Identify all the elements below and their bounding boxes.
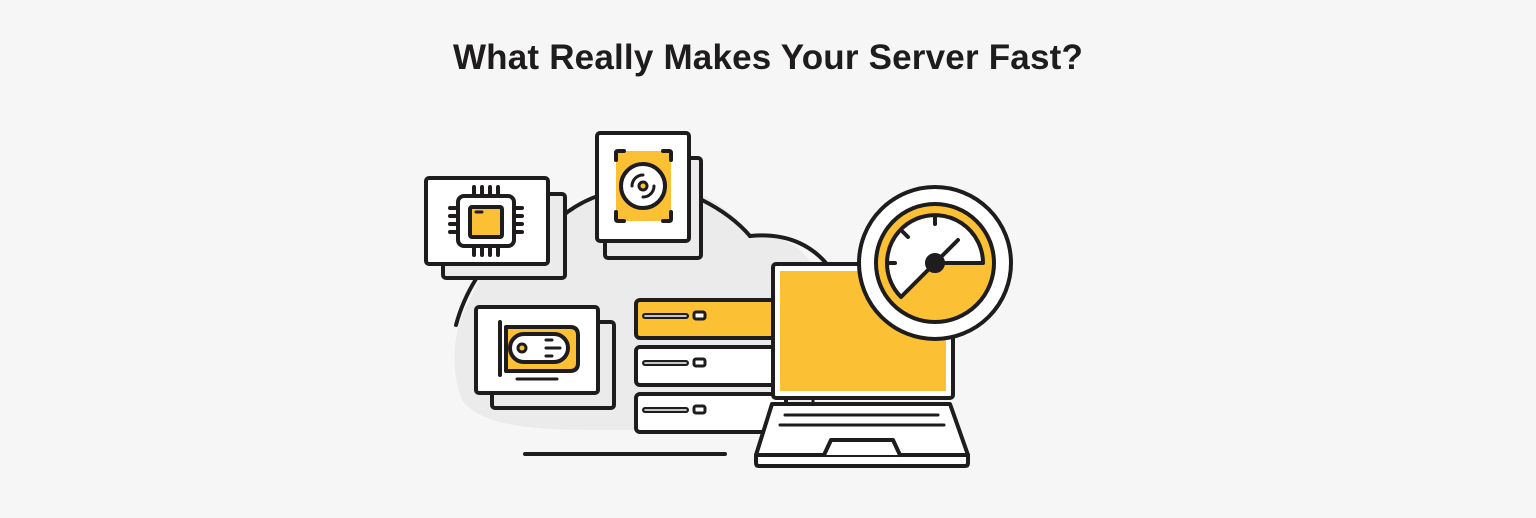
server-rack [634,298,788,434]
storage-disk-card [595,131,703,260]
speedometer-icon [857,185,1013,341]
hard-disk-icon [614,149,673,223]
network-adapter-icon [498,320,580,381]
network-card [474,305,616,410]
cpu-chip-icon [448,185,524,257]
page-title: What Really Makes Your Server Fast? [452,38,1084,77]
cpu-card [424,176,567,280]
